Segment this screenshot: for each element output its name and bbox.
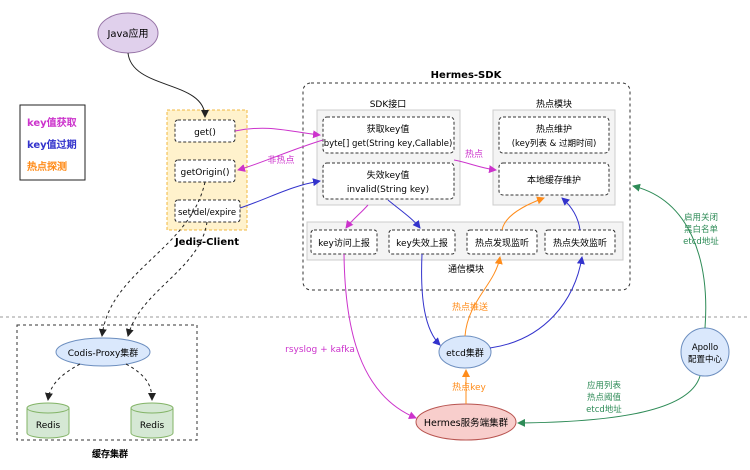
edge-expire-report-to-etcd <box>421 253 441 346</box>
sdk-interface-title: SDK接口 <box>370 98 407 110</box>
edge-getorigin-to-codis <box>98 181 206 337</box>
jedis-get-label: get() <box>194 128 216 138</box>
cache-cluster-title: 缓存集群 <box>92 448 128 460</box>
edge-set-to-invalid <box>239 178 321 209</box>
key-expire-report-label: key失效上报 <box>396 237 448 249</box>
redis-2-label: Redis <box>140 421 165 431</box>
hermes-server-label: Hermes服务端集群 <box>424 417 509 429</box>
edge-codis-to-redis-2 <box>125 363 156 401</box>
edge-get-to-sdk <box>234 127 321 139</box>
java-app-label: Java应用 <box>106 27 148 40</box>
codis-proxy-label: Codis-Proxy集群 <box>68 347 139 359</box>
hermes-sdk-title: Hermes-SDK <box>431 70 503 81</box>
legend-hot-detect: 热点探测 <box>27 160 67 173</box>
redis-1-node <box>26 402 70 439</box>
edge-label-apollo-sdk-2: 黑白名单 <box>684 224 719 235</box>
jedis-client-title: Jedis-Client <box>174 237 239 248</box>
local-cache-label: 本地缓存维护 <box>527 174 581 186</box>
edge-etcd-to-expire-listen <box>489 256 585 349</box>
hot-expire-listen-label: 热点失效监听 <box>553 237 607 249</box>
edge-label-hot: 热点 <box>465 148 483 160</box>
edge-etcd-to-discover <box>464 256 503 337</box>
legend-key-get: key值获取 <box>27 116 78 129</box>
key-access-report-label: key访问上报 <box>318 237 370 249</box>
edge-apollo-to-hermes <box>517 375 701 427</box>
edge-label-apollo-hermes-2: 热点阈值 <box>587 392 622 403</box>
hot-maintain-box <box>498 116 610 154</box>
redis-1-label: Redis <box>36 421 61 431</box>
edge-sdk-to-hot <box>453 159 497 174</box>
apollo-line2: 配置中心 <box>688 354 723 365</box>
local-cache-box <box>498 162 610 196</box>
edge-sdk-to-getorigin <box>237 139 324 172</box>
edge-label-hot-key: 热点key <box>452 381 486 393</box>
jedis-set-label: set/del/expire <box>178 208 236 218</box>
edge-sdk-to-access-report <box>345 204 369 229</box>
legend: key值获取 key值过期 热点探测 <box>19 104 86 181</box>
sdk-getkey-line1: 获取key值 <box>367 123 410 135</box>
cache-cluster-box <box>16 324 198 441</box>
hot-module-title: 热点模块 <box>536 98 572 110</box>
sdk-invalid-line1: 失效key值 <box>367 169 410 181</box>
edge-label-apollo-sdk-3: etcd地址 <box>683 236 719 247</box>
hot-discover-listen-label: 热点发现监听 <box>475 237 529 249</box>
redis-2-node <box>130 402 174 439</box>
legend-key-expire: key值过期 <box>27 138 77 151</box>
edge-access-report-to-hermes <box>343 253 417 420</box>
etcd-label: etcd集群 <box>446 347 484 359</box>
edge-label-rsyslog: rsyslog + kafka <box>285 345 355 355</box>
edge-label-hot-push: 热点推送 <box>452 301 488 313</box>
edge-label-apollo-sdk-1: 启用关闭 <box>684 212 718 223</box>
sdk-invalid-box <box>322 162 455 200</box>
edge-label-apollo-hermes-1: 应用列表 <box>587 380 622 391</box>
edge-invalid-to-expire-report <box>387 199 421 229</box>
edge-label-non-hot: 非热点 <box>267 154 294 166</box>
edge-java-to-get <box>127 52 209 118</box>
edge-discover-to-cache <box>501 196 545 231</box>
edge-expire-listen-to-cache <box>561 197 581 231</box>
sdk-getkey-box <box>322 116 455 154</box>
codis-proxy-node <box>55 337 151 367</box>
jedis-getorigin-label: getOrigin() <box>180 168 229 178</box>
edge-codis-to-redis-1 <box>44 363 81 401</box>
hot-maintain-line2: (key列表 & 过期时间) <box>512 138 597 149</box>
edge-label-apollo-hermes-3: etcd地址 <box>586 404 622 415</box>
edge-apollo-to-sdk <box>632 183 707 329</box>
jedis-set-box <box>174 199 241 223</box>
apollo-line1: Apollo <box>692 343 718 353</box>
sdk-getkey-line2: byte[] get(String key,Callable) <box>324 139 453 149</box>
sdk-invalid-line2: invalid(String key) <box>347 185 429 195</box>
hot-maintain-line1: 热点维护 <box>536 123 572 135</box>
comm-module-title: 通信模块 <box>448 263 484 275</box>
